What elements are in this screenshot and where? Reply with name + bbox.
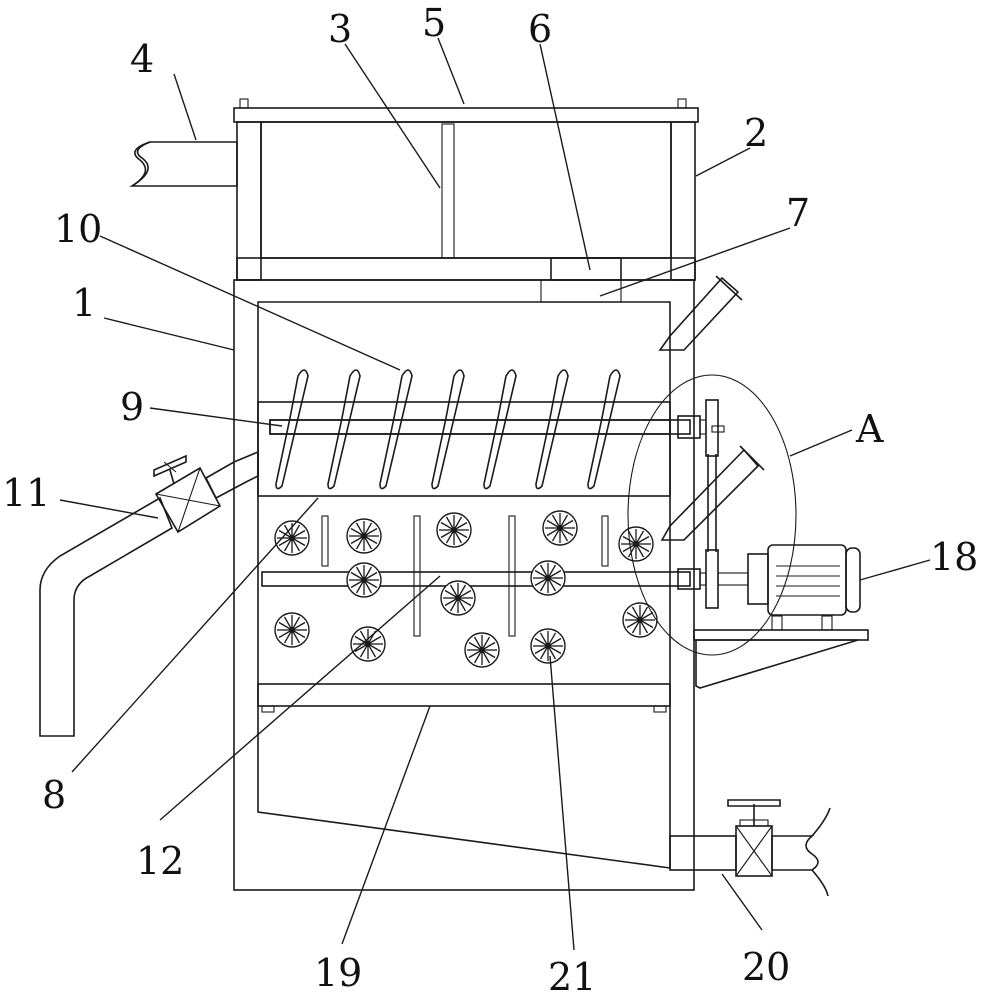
impeller-wheel: [436, 512, 472, 548]
impeller-wheel: [440, 580, 476, 616]
mesh-layer: [257, 401, 671, 497]
impeller-wheel: [346, 562, 382, 598]
stirring-rods: [321, 515, 609, 637]
side-discharge-pipe: [39, 450, 259, 737]
label-18: 18: [930, 535, 978, 579]
motor-bracket: [693, 629, 869, 689]
screw-conveyor: [269, 369, 701, 490]
label-2: 2: [744, 111, 768, 155]
pebble-layer: [257, 683, 671, 713]
filter-screen: [441, 123, 455, 259]
outlet-6: [550, 257, 622, 281]
impeller-wheel: [530, 560, 566, 596]
label-10: 10: [54, 207, 102, 251]
label-5: 5: [422, 1, 446, 45]
belt-drive: [699, 399, 749, 609]
label-20: 20: [742, 945, 790, 989]
leader-lines: [59, 37, 931, 951]
upper-nozzle: [658, 275, 743, 351]
bottom-outlet-pipe: [669, 799, 831, 897]
impeller-wheel: [464, 632, 500, 668]
middle-nozzle: [660, 445, 765, 541]
label-7: 7: [786, 191, 810, 235]
impeller-wheel: [346, 518, 382, 554]
label-12: 12: [136, 839, 184, 883]
motor: [747, 544, 861, 631]
impeller-wheel: [622, 602, 658, 638]
label-9: 9: [120, 385, 144, 429]
channel-7: [540, 279, 622, 303]
label-11: 11: [2, 471, 50, 515]
upper-tank: [236, 121, 696, 281]
impeller-wheel: [530, 628, 566, 664]
label-21: 21: [548, 955, 596, 999]
label-4: 4: [130, 37, 154, 81]
impellers: [274, 510, 658, 668]
stirring-shaft: [261, 568, 701, 590]
label-19: 19: [314, 951, 362, 995]
impeller-wheel: [350, 626, 386, 662]
impeller-wheel: [542, 510, 578, 546]
label-6: 6: [528, 7, 552, 51]
impeller-wheel: [274, 520, 310, 556]
screw-flights: [275, 369, 621, 490]
label-3: 3: [328, 7, 352, 51]
label-8: 8: [42, 773, 66, 817]
impeller-wheel: [274, 612, 310, 648]
detail-circle-a: [627, 374, 797, 656]
label-a: A: [855, 407, 884, 451]
cover-plate: [233, 98, 699, 123]
inlet-pipe: [129, 141, 238, 187]
impeller-wheel: [618, 526, 654, 562]
label-1: 1: [72, 281, 96, 325]
